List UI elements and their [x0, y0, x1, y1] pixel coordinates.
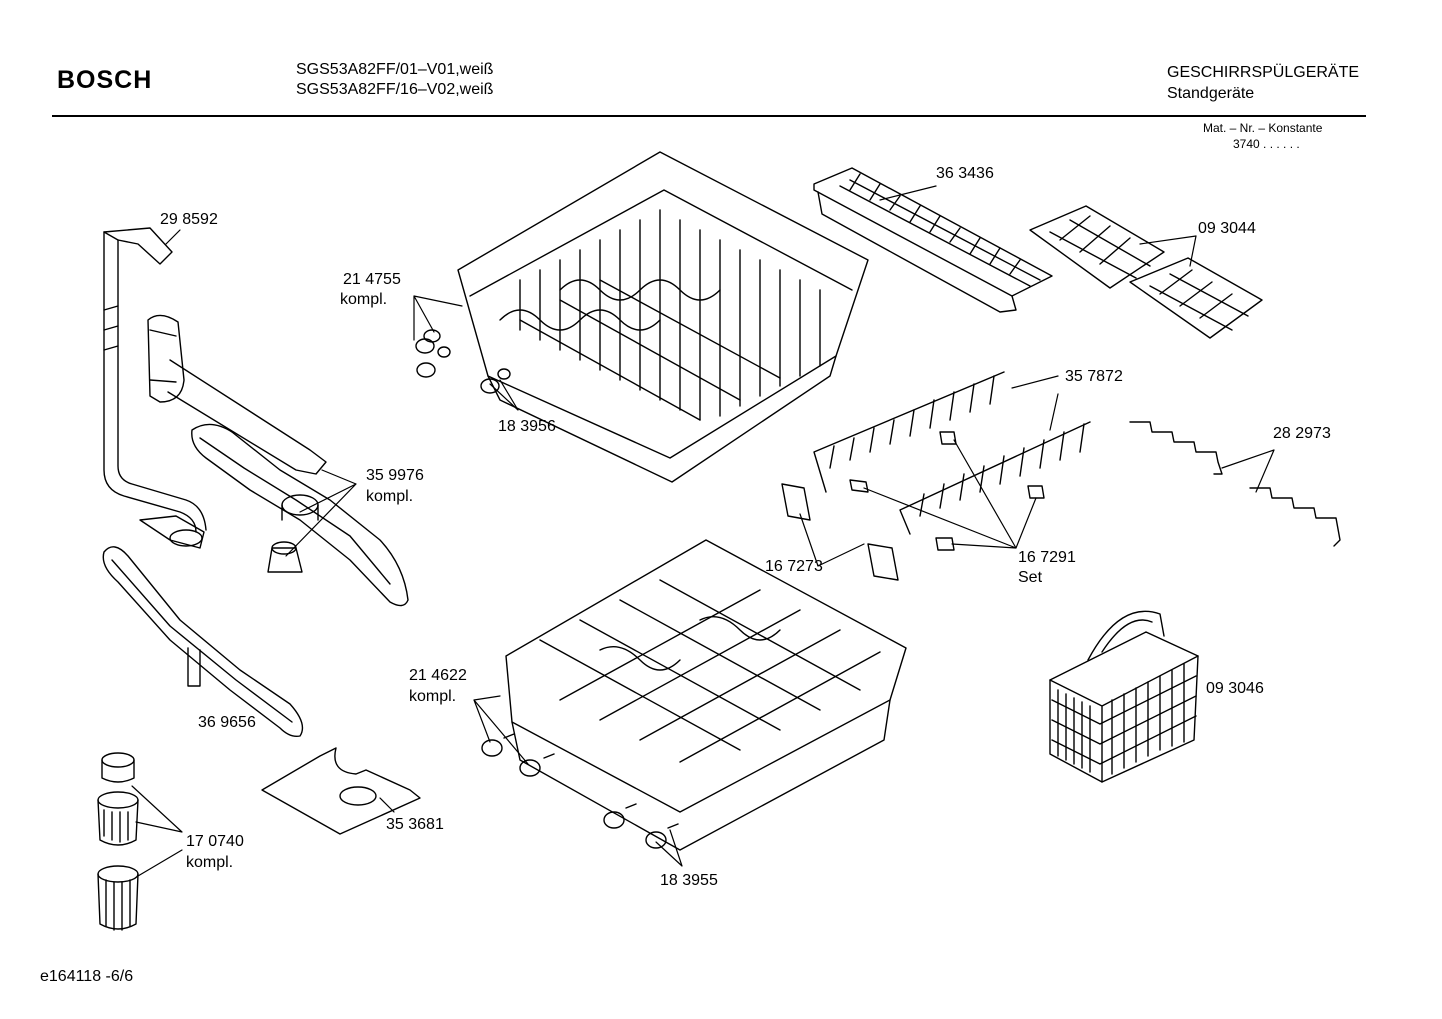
part-label-298592: 29 8592: [160, 211, 218, 228]
part-label-214622: 21 4622: [409, 667, 467, 684]
part-filter-set: [98, 753, 138, 930]
part-label-214622-kompl: kompl.: [409, 688, 457, 705]
part-upper-spray-arm: [148, 315, 326, 474]
category-title: GESCHIRRSPÜLGERÄTE: [1167, 64, 1360, 81]
part-middle-spray-arm: [192, 424, 408, 605]
part-clips: [782, 432, 1044, 580]
model-line-2: SGS53A82FF/16–V02,weiß: [296, 81, 494, 98]
part-tine-inserts: [1030, 206, 1262, 338]
part-lower-wheels: [482, 734, 678, 848]
document-id: e164118 -6/6: [40, 968, 134, 985]
part-cutlery-basket: [1050, 611, 1198, 782]
mat-nr-label: Mat. – Nr. – Konstante: [1203, 121, 1323, 135]
brand-logo: BOSCH: [57, 66, 153, 94]
part-label-167273: 16 7273: [765, 558, 823, 575]
part-label-282973: 28 2973: [1273, 425, 1331, 442]
header-divider: [52, 115, 1366, 117]
part-label-183956: 18 3956: [498, 418, 556, 435]
part-label-167291-set: Set: [1018, 569, 1043, 586]
part-label-369656: 36 9656: [198, 714, 256, 731]
part-label-093044: 09 3044: [1198, 220, 1256, 237]
part-label-363436: 36 3436: [936, 165, 994, 182]
category-subtitle: Standgeräte: [1167, 85, 1255, 102]
part-lower-basket: [506, 540, 906, 850]
part-lower-spray-arm: [103, 547, 302, 736]
part-zigzag-racks: [1130, 422, 1340, 546]
part-label-357872: 35 7872: [1065, 368, 1123, 385]
part-label-353681: 35 3681: [386, 816, 444, 833]
part-label-170740: 17 0740: [186, 833, 244, 850]
part-label-359976-kompl: kompl.: [366, 488, 414, 505]
part-label-167291: 16 7291: [1018, 549, 1076, 566]
part-label-093046: 09 3046: [1206, 680, 1264, 697]
part-label-170740-kompl: kompl.: [186, 854, 234, 871]
part-label-183955: 18 3955: [660, 872, 718, 889]
part-label-214755: 21 4755: [343, 271, 401, 288]
part-tine-rows: [814, 372, 1090, 534]
part-rail-insert: [814, 168, 1052, 312]
part-label-359976: 35 9976: [366, 467, 424, 484]
part-label-214755-kompl: kompl.: [340, 291, 388, 308]
leader-lines: [132, 186, 1274, 876]
part-upper-wheels: [416, 330, 510, 393]
model-line-1: SGS53A82FF/01–V01,weiß: [296, 61, 494, 78]
part-water-pipe: [104, 228, 206, 548]
part-filter-plate: [262, 748, 420, 834]
mat-nr-value: 3740 . . . . . .: [1233, 137, 1300, 151]
